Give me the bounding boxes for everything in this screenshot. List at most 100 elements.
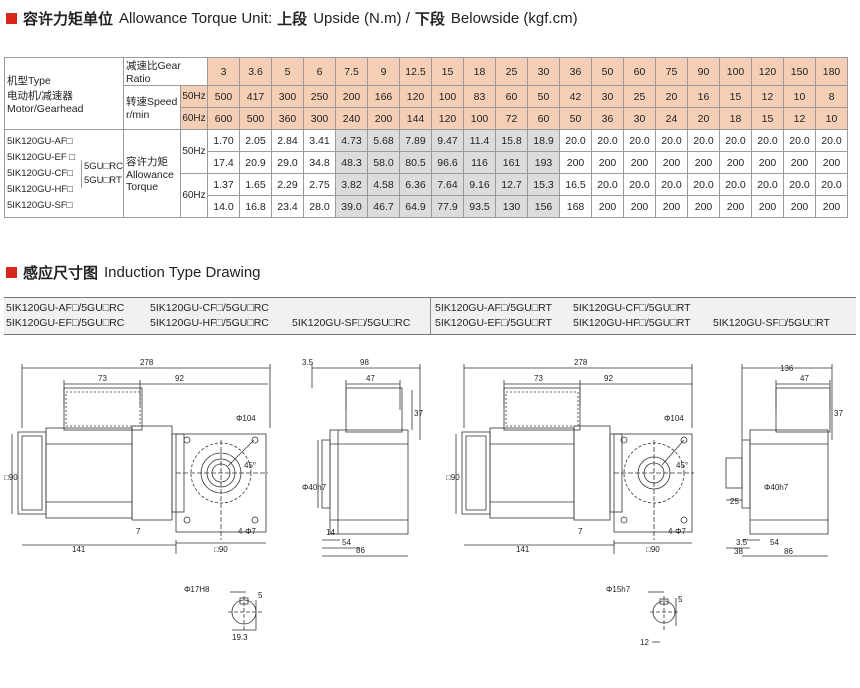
dim-92-rc: 92: [175, 374, 184, 383]
table-cell: 4.58: [367, 173, 400, 196]
table-row: 5IK120GU-AF□5IK120GU-EF □5IK120GU-CF□5IK…: [4, 129, 848, 218]
dim-phi17h8: Φ17H8: [184, 585, 210, 594]
table-cell: 417: [239, 85, 272, 108]
model-rc-ef: 5IK120GU-EF□/5GU□RC: [6, 317, 125, 329]
table-cell: 12.7: [495, 173, 528, 196]
table-cell: 80.5: [399, 151, 432, 174]
model-list-rt: 5IK120GU-AF□/5GU□RT 5IK120GU-CF□/5GU□RT …: [430, 298, 830, 334]
model-rt-cf: 5IK120GU-CF□/5GU□RT: [573, 302, 691, 314]
shaft-detail-rt: [648, 591, 680, 643]
drawing-front-rt: [725, 364, 833, 557]
table-cell: 300: [271, 85, 304, 108]
table-cell: 193: [527, 151, 560, 174]
table-cell: 144: [399, 107, 432, 130]
dim-5-rc: 5: [258, 591, 263, 600]
table-cell: 18.9: [527, 129, 560, 152]
table-cell: 50Hz: [180, 129, 208, 174]
ratio-header: 36: [559, 57, 592, 86]
table-cell: 200: [335, 85, 368, 108]
table-cell: 200: [815, 195, 848, 218]
table-cell: 240: [335, 107, 368, 130]
table-cell: 20.0: [591, 173, 624, 196]
table-cell: 600: [207, 107, 240, 130]
dim-7-rt: 7: [578, 527, 583, 536]
dim-141-rc: 141: [72, 545, 86, 554]
table-cell: 15.3: [527, 173, 560, 196]
model-name: 5IK120GU-HF□: [7, 183, 73, 195]
ratio-header: 180: [815, 57, 848, 86]
table-cell: 4.73: [335, 129, 368, 152]
table-cell: 3.41: [303, 129, 336, 152]
torque-label-en1: Allowance: [126, 169, 174, 181]
table-cell: 20.0: [687, 129, 720, 152]
table-cell: 60Hz: [180, 173, 208, 218]
table-cell: 46.7: [367, 195, 400, 218]
section-title-torque: 容许力矩单位 Allowance Torque Unit: 上段 Upside …: [6, 8, 578, 29]
table-cell: 200: [783, 151, 816, 174]
model-name: 5IK120GU-EF □: [7, 151, 76, 163]
table-cell: 100: [463, 107, 496, 130]
table-cell: 200: [783, 195, 816, 218]
table-cell: 5.68: [367, 129, 400, 152]
dim-54-rt: 54: [770, 538, 779, 547]
gear-type: 5GU□RC: [84, 160, 123, 172]
belowside-en: Belowside (kgf.cm): [450, 10, 578, 27]
ratio-header: 150: [783, 57, 816, 86]
dim-5-rt: 5: [678, 595, 683, 604]
table-cell: 20.0: [719, 129, 752, 152]
dim-86-rt: 86: [784, 547, 793, 556]
table-cell: 30: [591, 85, 624, 108]
table-cell: 50: [527, 85, 560, 108]
dim-phi15h7: Φ15h7: [606, 585, 631, 594]
model-rc-af: 5IK120GU-AF□/5GU□RC: [6, 302, 125, 314]
model-rt-sf: 5IK120GU-SF□/5GU□RT: [713, 317, 830, 329]
table-cell: 50: [559, 107, 592, 130]
table-cell: 72: [495, 107, 528, 130]
drawing-side-rt: [455, 364, 694, 554]
table-cell: 200: [559, 151, 592, 174]
table-cell: 200: [591, 195, 624, 218]
table-cell: 60: [527, 107, 560, 130]
dim-4phi7-rt: 4-Φ7: [668, 527, 686, 536]
table-cell: 42: [559, 85, 592, 108]
table-cell: 2.29: [271, 173, 304, 196]
red-square-icon: [6, 267, 17, 278]
table-cell: 200: [687, 195, 720, 218]
red-square-icon: [6, 13, 17, 24]
table-cell: 64.9: [399, 195, 432, 218]
dim-47-rc: 47: [366, 374, 375, 383]
table-cell: 200: [655, 151, 688, 174]
ratio-header: 7.5: [335, 57, 368, 86]
shaft-detail-rc: [228, 591, 262, 631]
dimension-drawings: 278 73 92 Φ104 45° 4-Φ7 7 141 □90 □90 3.…: [4, 358, 843, 647]
dim-141-rt: 141: [516, 545, 530, 554]
table-cell: 58.0: [367, 151, 400, 174]
dim-sq90-rt: □90: [646, 545, 660, 554]
speed-label-text: 转速Speed: [126, 96, 178, 108]
table-cell: 16.5: [559, 173, 592, 196]
table-cell: 25: [623, 85, 656, 108]
table-cell: 18: [719, 107, 752, 130]
table-cell: 20.0: [655, 173, 688, 196]
dim-phi40h7-rc: Φ40h7: [302, 483, 327, 492]
table-cell: 20.0: [751, 129, 784, 152]
model-name: 5IK120GU-AF□: [7, 135, 73, 147]
table-cell: 500: [239, 107, 272, 130]
table-cell: 120: [431, 107, 464, 130]
dim-86-rc: 86: [356, 546, 365, 555]
title-cn: 感应尺寸图: [23, 265, 99, 282]
table-cell: 29.0: [271, 151, 304, 174]
model-list-bar: 5IK120GU-AF□/5GU□RC 5IK120GU-CF□/5GU□RC …: [4, 297, 856, 335]
table-cell: 7.89: [399, 129, 432, 152]
table-cell: 83: [463, 85, 496, 108]
table-cell: 200: [591, 151, 624, 174]
table-cell: 1.37: [207, 173, 240, 196]
model-rt-ef: 5IK120GU-EF□/5GU□RT: [435, 317, 552, 329]
upside-cn: 上段: [277, 11, 308, 28]
table-cell: 14.0: [207, 195, 240, 218]
dim-278-rt: 278: [574, 358, 588, 367]
